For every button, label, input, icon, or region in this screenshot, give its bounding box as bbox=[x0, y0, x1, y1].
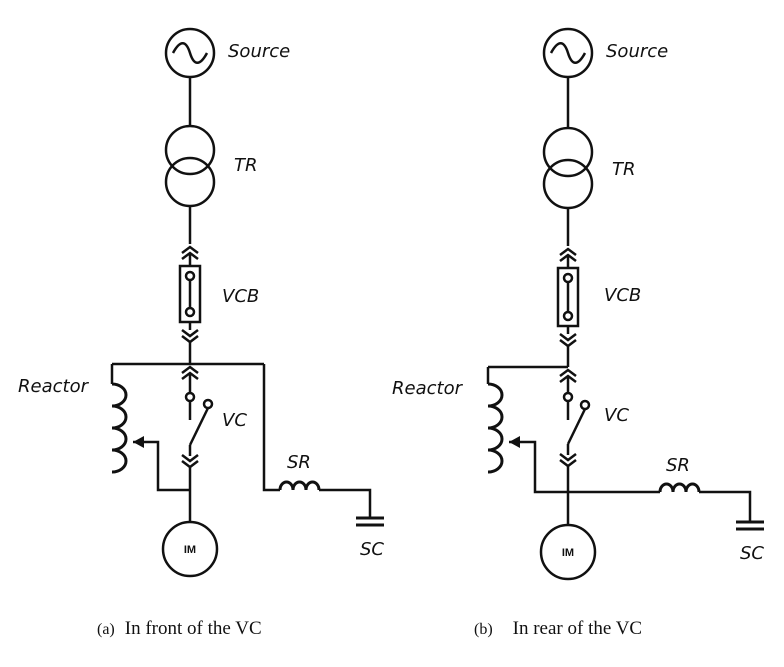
transformer-label-b: TR bbox=[612, 159, 636, 180]
motor-symbol-a bbox=[161, 520, 219, 578]
motor-label-a: IM bbox=[184, 544, 196, 556]
sine-icon bbox=[549, 42, 587, 64]
caption-a: (a) In front of the VC bbox=[97, 618, 262, 639]
sc-label-a: SC bbox=[360, 539, 384, 560]
source-label-a: Source bbox=[228, 41, 290, 62]
sr-symbol-a bbox=[278, 480, 321, 492]
source-label-b: Source bbox=[606, 41, 668, 62]
reactor-symbol-b bbox=[486, 382, 504, 474]
reactor-label-b: Reactor bbox=[392, 378, 464, 399]
vcb-label-b: VCB bbox=[604, 285, 641, 306]
vc-label-a: VC bbox=[222, 410, 247, 431]
vc-symbol-a bbox=[202, 398, 214, 410]
transformer-label-a: TR bbox=[234, 155, 258, 176]
caption-b: (b) In rear of the VC bbox=[474, 618, 642, 639]
sc-label-b: SC bbox=[740, 543, 764, 564]
reactor-symbol-a bbox=[110, 382, 128, 474]
sine-icon bbox=[171, 42, 209, 64]
vc-symbol-b bbox=[579, 399, 591, 411]
diagram-a: Source TR VCB Reactor VC bbox=[18, 27, 384, 639]
vcb-label-a: VCB bbox=[222, 286, 259, 307]
vc-label-b: VC bbox=[604, 405, 629, 426]
sr-symbol-b bbox=[658, 482, 701, 494]
sr-label-b: SR bbox=[666, 455, 690, 476]
motor-symbol-b bbox=[539, 523, 597, 581]
sr-label-a: SR bbox=[287, 452, 311, 473]
transformer-symbol-b bbox=[542, 126, 594, 178]
diagram-b: Source TR VCB Reactor VC bbox=[392, 27, 764, 639]
motor-label-b: IM bbox=[562, 547, 574, 559]
transformer-symbol-a bbox=[164, 124, 216, 176]
reactor-label-a: Reactor bbox=[18, 376, 90, 397]
